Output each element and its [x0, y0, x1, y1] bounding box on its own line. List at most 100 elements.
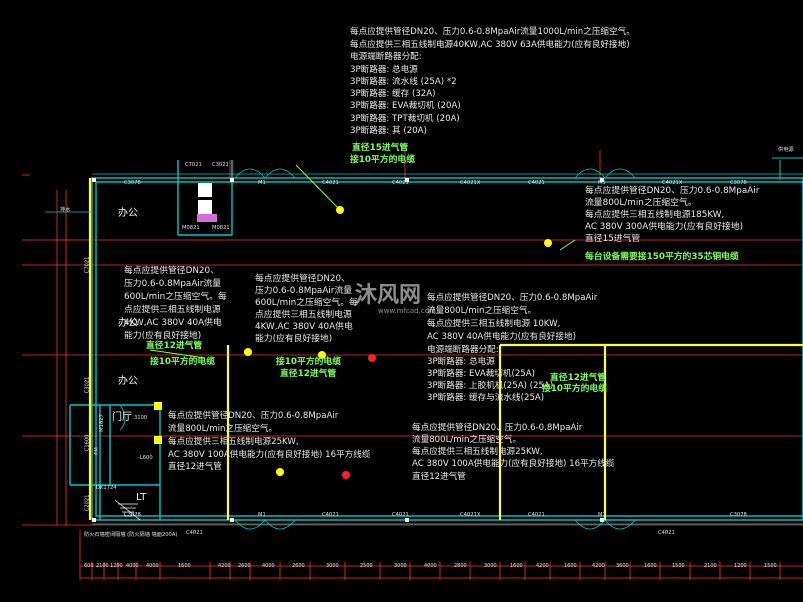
- note-top-1: 每点应提供三相五线制电源40KW,AC 380V 63A供电能力(应有良好接地): [350, 40, 630, 50]
- door-swings: [119, 168, 636, 530]
- dimension-label: 3000: [326, 563, 339, 569]
- room-office-2: 办公: [118, 318, 138, 329]
- left-block-0: 每点应提供管径DN20、: [124, 266, 219, 276]
- dimension-label: 4200: [536, 563, 549, 569]
- right-block-4: 直径15进气管: [585, 234, 641, 244]
- tag-c4021x1: C4021X: [460, 180, 481, 186]
- note-top-6: 3P断路器: EVA裁切机 (20A): [350, 101, 461, 111]
- stairs: [114, 499, 141, 521]
- top-right-note: 供电源: [778, 147, 794, 153]
- left-block-3: 点应提供三相五线制电源: [124, 305, 221, 315]
- left-block-6: 直径12进气管: [146, 341, 203, 351]
- left-block-5: 能力(应有良好接地): [124, 331, 202, 341]
- center-block-7: 3P断路器: 上胶机机(25A) (25A): [427, 381, 554, 391]
- center-block-4: 电源端断路器分配:: [427, 345, 499, 355]
- room-lobby: 门厅: [112, 412, 132, 423]
- right-block-0: 每点应提供管径DN20、压力0.6-0.8MpaAir: [585, 186, 760, 196]
- bottom-left-2: 每点应提供三相五线制电源25KW,: [168, 437, 299, 447]
- tag-c3078-right: C3078: [730, 180, 747, 186]
- tag-m1a: M1: [258, 180, 266, 186]
- green-leaders: [149, 164, 576, 359]
- pipe-top-0: 直径15进气管: [352, 143, 409, 153]
- tag-c4021b: C4021: [392, 180, 409, 186]
- tag-dk1724: DK1724: [96, 485, 117, 491]
- mid-block-5: 能力(应有良好接地): [255, 334, 333, 344]
- dimension-label: 4000: [126, 563, 139, 569]
- columns: [92, 178, 604, 522]
- bottom-right-0: 每点应提供管径DN20、压力0.6-0.8MpaAir: [412, 423, 583, 433]
- bottom-right-1: 流量800L/min之压缩空气。: [412, 435, 522, 445]
- watermark-brand: 沐风网: [355, 283, 422, 308]
- center-block-1: 流量800L/min之压缩空气。: [427, 306, 537, 316]
- note-top-7: 3P断路器: TPT裁切机 (20A): [350, 114, 460, 124]
- dimension-label: 1200: [734, 563, 747, 569]
- tag-c4021-b3: C4021: [392, 512, 409, 518]
- left-block-4: 4KW,AC 380V 40A供电: [124, 318, 222, 328]
- tag-c7021-left: C7021: [84, 256, 91, 274]
- tag-c4021-b4: C4021: [528, 512, 545, 518]
- tag-c3078-left: C3078: [124, 180, 141, 186]
- dimension-label: 4200: [218, 563, 231, 569]
- bottom-left-3: AC 380V 100A供电能力(应有良好接地) 16平方线缆: [168, 450, 371, 460]
- tag-fm: FM: [93, 447, 100, 455]
- tag-m0821: M0821: [182, 225, 200, 231]
- right-block-2: 每点应提供三相五线制电源185KW,: [585, 210, 725, 220]
- tag-l600: -L600: [138, 455, 153, 461]
- bottom-right-4: 直径12进气管: [412, 472, 466, 482]
- dimension-label: 2500: [360, 563, 373, 569]
- windows: [92, 173, 803, 525]
- dimension-label: 4000: [146, 563, 159, 569]
- note-top-4: 3P断路器: 流水线 (25A) *2: [350, 77, 457, 87]
- center-block-5: 3P断路器: 总电源: [427, 357, 495, 367]
- mid-block-0: 每点应提供管径DN20、: [255, 274, 350, 284]
- tag-3100: 3100: [134, 415, 148, 421]
- tag-c4021-b2: C4021: [322, 512, 339, 518]
- note-top-0: 每点应提供管径DN20、压力0.6-0.8MpaAir流量1000L/min之压…: [350, 27, 635, 37]
- bottom-note: 防火石墙密闭隔墙 (防火隔墙 墙面200A): [84, 532, 178, 538]
- dimension-label: 1600: [178, 563, 191, 569]
- dimension-label: 4200: [592, 563, 605, 569]
- center-block-8: 3P断路器: 缓存与流水线(25A): [427, 393, 545, 403]
- right-block-1: 流量800L/min之压缩空气。: [585, 198, 697, 208]
- center-pipe-1: 接10平方的电缆: [542, 384, 608, 394]
- tag-c1600: C1600: [84, 434, 91, 452]
- dimension-label: 3000: [394, 563, 407, 569]
- tag-c4021-b5: C4021: [658, 530, 675, 536]
- tag-m1-b2: M1: [598, 512, 606, 518]
- mid-block-7: 直径12进气管: [280, 369, 337, 379]
- bottom-left-4: 直径12进气管: [168, 462, 222, 472]
- right-block-5: 每台设备需要接150平方的35芯铜电缆: [585, 252, 739, 262]
- tag-c4021a: C4021: [322, 180, 339, 186]
- room-office-3: 办公: [118, 376, 138, 387]
- tag-c3021-left: C3021: [84, 376, 91, 394]
- tag-c3078-b2: C3078: [730, 512, 747, 518]
- tag-c2021: C2021: [84, 494, 91, 512]
- utility-lines: [88, 178, 803, 520]
- center-block-2: 每点应提供三相五线制电源 10KW,: [427, 319, 561, 329]
- pipe-top-1: 接10平方的电缆: [350, 155, 416, 165]
- mid-block-2: 600L/min之压缩空气。每: [255, 298, 358, 308]
- tag-m0821b: M0821: [212, 225, 230, 231]
- dimension-label: 3600: [616, 563, 629, 569]
- tag-c4021-b1: C4021: [186, 530, 203, 536]
- dimension-label: 4000: [424, 563, 437, 569]
- tag-c7021: C7021: [185, 162, 202, 168]
- bottom-left-0: 每点应提供管径DN20、压力0.6-0.8MpaAir: [168, 411, 339, 421]
- tag-c4021x2: C4021X: [662, 180, 683, 186]
- dimension-label: 1500: [764, 563, 777, 569]
- dimension-label: 1600: [564, 563, 577, 569]
- dimension-lines: [22, 150, 803, 580]
- tag-m1-b: M1: [258, 512, 266, 518]
- dimension-label: 2600: [292, 563, 305, 569]
- bottom-left-1: 流量800L/min之压缩空气。: [168, 424, 278, 434]
- dimension-label: 1600: [644, 563, 657, 569]
- walls: [69, 160, 803, 521]
- dimension-label: 600: [84, 563, 94, 569]
- note-top-5: 3P断路器: 缓存 (32A): [350, 89, 436, 99]
- dimension-label: 3000: [484, 563, 497, 569]
- left-block-7: 接10平方的电缆: [150, 357, 216, 367]
- watermark-url: www.mfcad.com: [378, 307, 436, 315]
- bottom-right-3: AC 380V 100A供电能力(应有良好接地) 16平方线缆: [412, 459, 615, 469]
- center-block-0: 每点应提供管径DN20、压力0.6-0.8MpaAir: [427, 293, 598, 303]
